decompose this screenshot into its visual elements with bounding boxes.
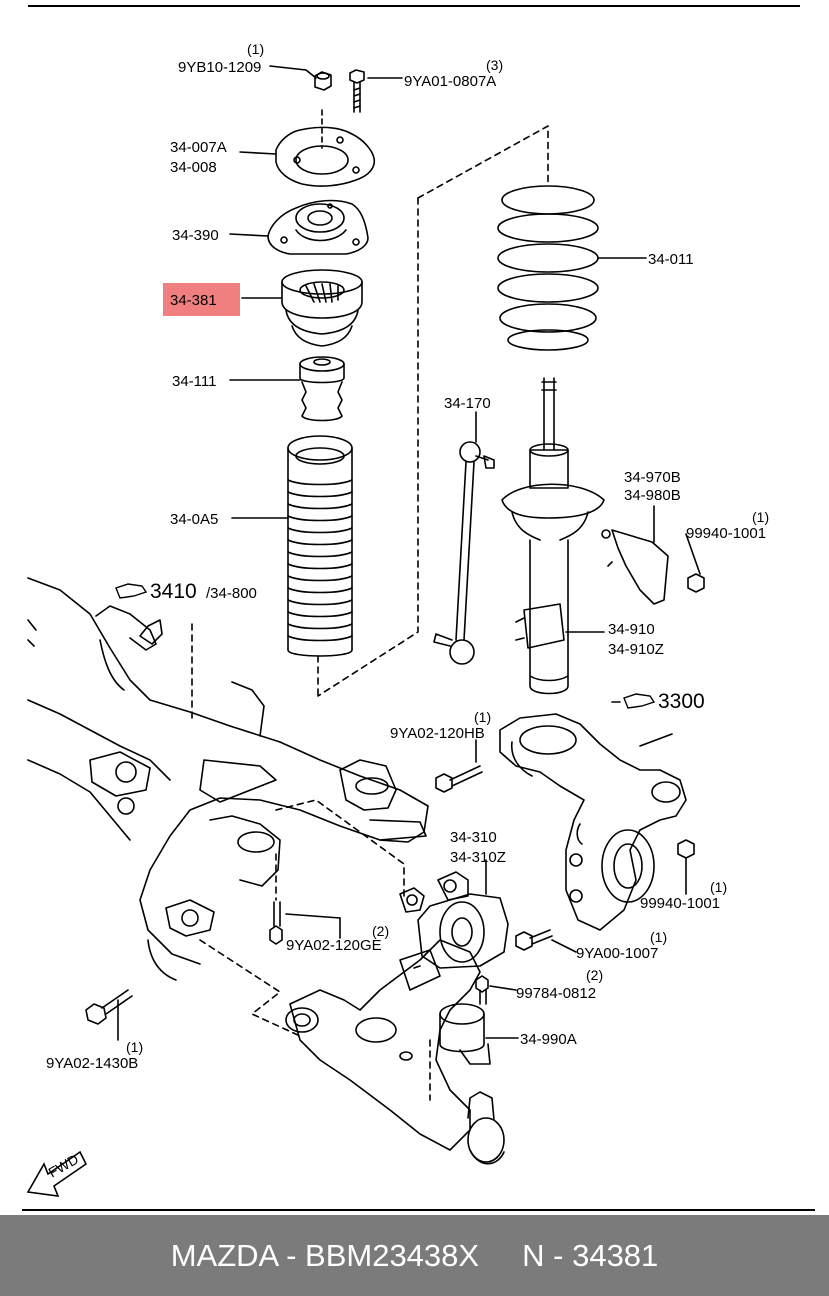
label-bolt-1007-qty: (1) (650, 929, 667, 945)
label-bolt-120h-qty: (1) (474, 709, 491, 725)
exploded-parts-diagram: FWD (1) 9YB10-1209 (3) 9YA01-0807A 34-00… (22, 5, 815, 1211)
label-bearing: 34-381 (170, 292, 217, 309)
fwd-arrow-icon (26, 1150, 88, 1197)
label-bushing-b: 34-310Z (450, 849, 506, 866)
label-mount: 34-390 (172, 227, 219, 244)
rear-bushing-icon (439, 1003, 491, 1065)
label-bolt-120h: 9YA02-120HB (390, 725, 485, 742)
coil-spring-icon (497, 185, 599, 351)
label-bolt-1430-qty: (1) (126, 1039, 143, 1055)
nut-icon (687, 573, 705, 593)
bracket-icon (601, 529, 669, 605)
label-bolt-120g: 9YA02-120GE (286, 937, 382, 954)
footer-part-number: MAZDA - BBM23438X N - 34381 (170, 1237, 659, 1273)
nut-icon (677, 839, 695, 859)
bump-stop-icon (299, 356, 345, 422)
label-mount-plate-a: 34-007A (170, 139, 227, 156)
label-bracket-b: 34-980B (624, 487, 681, 504)
label-bolt-1430: 9YA02-1430B (46, 1055, 138, 1072)
bolt-icon (435, 765, 483, 793)
label-bushing-rear: 34-990A (520, 1031, 577, 1048)
label-bushing-a: 34-310 (450, 829, 497, 846)
label-boot: 34-0A5 (170, 511, 218, 528)
highlight-box (163, 283, 240, 316)
footer-bar: MAZDA - BBM23438X N - 34381 (0, 1215, 829, 1296)
dust-boot-icon (287, 435, 353, 657)
label-nut-knuckle: 99940-1001 (640, 895, 720, 912)
label-strut-b: 34-910Z (608, 641, 664, 658)
label-bolt-0812: 99784-0812 (516, 985, 596, 1002)
nut-icon (314, 71, 332, 91)
strut-mount-icon (267, 199, 369, 255)
label-nut-top: 9YB10-1209 (178, 59, 261, 76)
label-nut-bracket: 99940-1001 (686, 525, 766, 542)
bushing-icon (399, 871, 509, 969)
bolt-icon (85, 989, 133, 1025)
label-stab-link: 34-170 (444, 395, 491, 412)
bolt-icon (475, 975, 489, 1005)
mount-plate-icon (275, 109, 376, 187)
label-knuckle-ref: 3300 (658, 690, 705, 713)
bearing-icon (281, 269, 363, 347)
label-bolt-0812-qty: (2) (586, 967, 603, 983)
crossmember-icon (27, 577, 429, 981)
label-bolt-1007: 9YA00-1007 (576, 945, 658, 962)
label-nut-knuckle-qty: (1) (710, 879, 727, 895)
steering-knuckle-icon (499, 713, 687, 931)
bolt-icon (349, 69, 365, 113)
label-mount-plate-b: 34-008 (170, 159, 217, 176)
label-spring: 34-011 (648, 251, 694, 268)
strut-icon (501, 377, 605, 695)
ball-joint-icon (467, 1091, 505, 1165)
label-bracket-a: 34-970B (624, 469, 681, 486)
label-strut-a: 34-910 (608, 621, 655, 638)
label-bump-stop: 34-111 (172, 373, 216, 390)
pointing-hand-icon (115, 583, 148, 599)
pointing-hand-icon (623, 693, 656, 709)
label-bolt-120g-qty: (2) (372, 923, 389, 939)
stabilizer-link-icon (433, 441, 495, 665)
label-crossmember-ref2: /34-800 (206, 585, 257, 602)
label-nut-bracket-qty: (1) (752, 509, 769, 525)
label-nut-top-qty: (1) (247, 41, 264, 57)
label-crossmember-ref: 3410 (150, 580, 197, 603)
bolt-icon (515, 929, 553, 951)
label-bolt-top: 9YA01-0807A (404, 73, 496, 90)
label-bolt-top-qty: (3) (486, 57, 503, 73)
bolt-icon (269, 901, 283, 945)
